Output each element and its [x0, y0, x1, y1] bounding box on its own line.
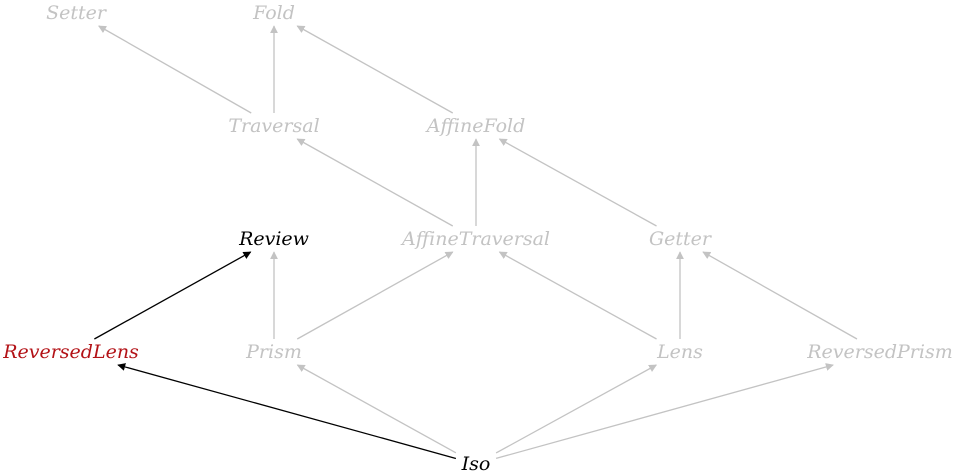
node-review: Review — [238, 228, 309, 250]
node-getter: Getter — [649, 228, 713, 250]
edge-iso-to-lens — [495, 364, 658, 454]
node-affinetraversal: AffineTraversal — [400, 228, 550, 250]
edge-affinetraversal-to-traversal — [296, 138, 454, 227]
node-reversedprism: ReversedPrism — [806, 341, 952, 363]
edge-lens-to-affinetraversal — [498, 251, 657, 340]
edge-reversedlens-to-review — [94, 251, 252, 340]
edges — [94, 25, 858, 460]
edge-prism-to-affinetraversal — [296, 251, 454, 340]
edge-reversedprism-to-getter — [702, 251, 858, 340]
node-iso: Iso — [461, 453, 491, 474]
node-affinefold: AffineFold — [425, 115, 526, 137]
edge-affinefold-to-fold — [296, 25, 454, 114]
edge-iso-to-reversedlens — [117, 363, 457, 460]
node-reversedlens: ReversedLens — [2, 341, 139, 363]
node-prism: Prism — [245, 341, 302, 363]
node-setter: Setter — [46, 2, 108, 24]
node-fold: Fold — [252, 2, 295, 24]
edge-traversal-to-setter — [98, 25, 252, 114]
edge-iso-to-prism — [296, 364, 457, 454]
node-traversal: Traversal — [228, 115, 319, 137]
node-lens: Lens — [656, 341, 703, 363]
edge-iso-to-reversedprism — [495, 363, 834, 460]
edge-getter-to-affinefold — [498, 138, 657, 227]
